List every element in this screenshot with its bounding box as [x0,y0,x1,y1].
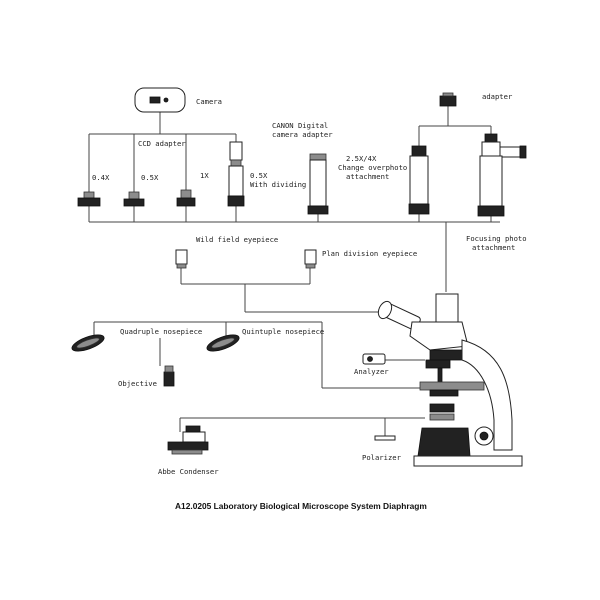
quintuple-label: Quintuple nosepiece [242,327,324,336]
camera-icon [134,87,186,113]
x05-dividing-label-2: With dividing [250,180,306,189]
analyzer-label: Analyzer [354,367,389,376]
change-overphoto-icon [408,145,430,215]
diagram-caption: A12.0205 Laboratory Biological Microscop… [175,501,427,511]
microscope-icon [377,293,523,467]
adapter-label: adapter [482,92,513,101]
adapter-05x-icon [123,191,145,207]
camera-label: Camera [196,97,222,106]
wild-field-label: Wild field eyepiece [196,235,278,244]
labels: Camera CCD adapter CANON Digital camera … [92,92,527,476]
focusing-label-2: attachment [472,243,515,252]
quintuple-nosepiece-icon [206,334,240,352]
objective-icon [163,365,175,387]
adapter-05x-dividing-icon [227,141,245,207]
quadruple-label: Quadruple nosepiece [120,327,202,336]
polarizer-label: Polarizer [362,453,402,462]
x05-dividing-label-1: 0.5X [250,171,268,180]
ccd-adapter-label: CCD adapter [138,139,186,148]
canon-label-2: camera adapter [272,130,333,139]
change-label-3: attachment [346,172,389,181]
connection-lines [88,106,500,436]
abbe-condenser-icon [167,425,209,455]
plan-division-eyepiece-icon [304,249,317,269]
adapter-04x-icon [77,191,101,207]
plan-division-label: Plan division eyepiece [322,249,417,258]
adapter-1x-icon [176,189,196,207]
focusing-photo-icon [477,133,527,217]
analyzer-icon [362,353,386,365]
canon-label-1: CANON Digital [272,121,328,130]
quadruple-nosepiece-icon [71,334,105,352]
polarizer-icon [374,435,396,441]
x1-label: 1X [200,171,209,180]
change-label-1: 2.5X/4X [346,154,377,163]
canon-adapter-icon [307,153,329,215]
x04-label: 0.4X [92,173,110,182]
wild-field-eyepiece-icon [175,249,188,269]
objective-label: Objective [118,379,157,388]
top-adapter-icon [439,92,457,107]
abbe-condenser-label: Abbe Condenser [158,467,219,476]
change-label-2: Change overphoto [338,163,407,172]
focusing-label-1: Focusing photo [466,234,527,243]
x05-label: 0.5X [141,173,159,182]
